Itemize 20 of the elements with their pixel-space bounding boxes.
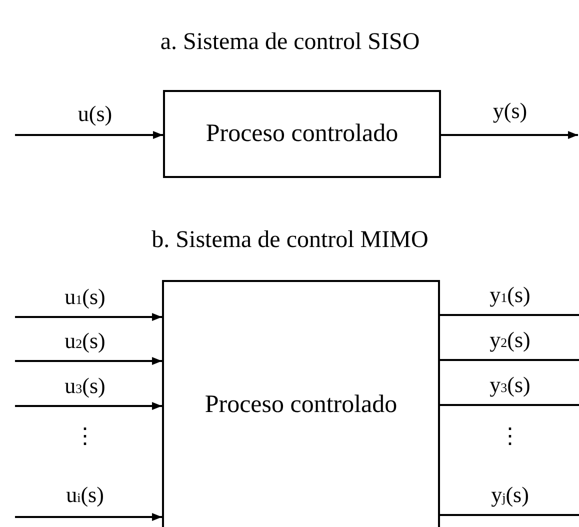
signal-line bbox=[440, 314, 579, 316]
signal-line bbox=[440, 514, 579, 516]
arrow bbox=[15, 357, 162, 365]
box-label: Proceso controlado bbox=[204, 391, 398, 419]
process-box bbox=[162, 280, 440, 527]
section-title: b. Sistema de control MIMO bbox=[152, 228, 428, 252]
arrow bbox=[15, 402, 162, 410]
process-box bbox=[163, 90, 441, 178]
arrow bbox=[15, 313, 162, 321]
ellipsis-label: ⋮ bbox=[74, 425, 96, 447]
arrow bbox=[15, 513, 162, 521]
box-label: Proceso controlado bbox=[206, 120, 398, 148]
arrow bbox=[441, 131, 578, 139]
edge-label: u(s) bbox=[76, 103, 114, 125]
ellipsis-label: ⋮ bbox=[499, 425, 521, 447]
section-title: a. Sistema de control SISO bbox=[160, 30, 420, 54]
signal-line bbox=[440, 359, 579, 361]
arrow bbox=[15, 131, 163, 139]
edge-label: y(s) bbox=[490, 100, 530, 122]
signal-line bbox=[440, 404, 579, 406]
